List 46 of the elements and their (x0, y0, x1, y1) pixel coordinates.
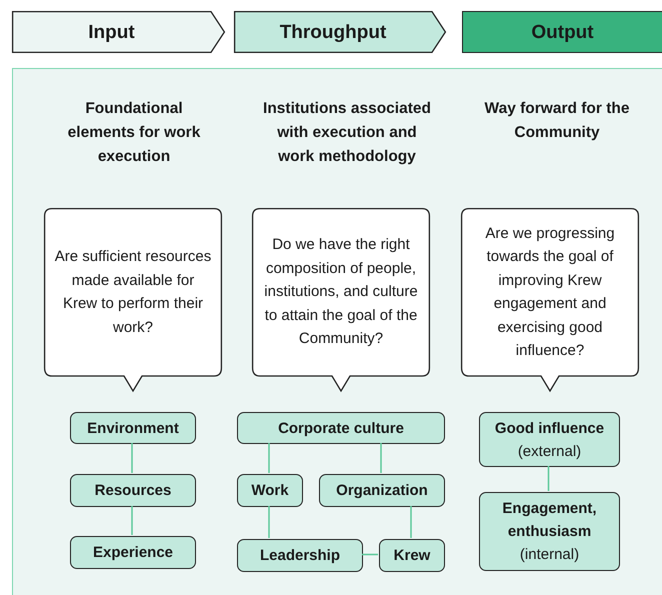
connector-line (131, 506, 133, 535)
factor-box (379, 539, 445, 572)
factor-box (237, 539, 363, 572)
connector-line (268, 443, 270, 473)
connector-line (548, 466, 550, 491)
question-text: Do we have the right composition of people, institutions, and culture to attain the goal of the Community? (263, 235, 419, 350)
column-heading: Foundational elements for work execution (66, 99, 202, 167)
column-heading: Institutions associated with execution and work methodology (262, 99, 432, 167)
factor-label: Resources (94, 481, 172, 501)
factor-box (479, 492, 620, 571)
speech-bubble (44, 208, 222, 392)
factor-label: Engagement, enthusiasm (501, 499, 598, 542)
column-heading: Way forward for the Community (484, 99, 630, 143)
factor-label: Corporate culture (278, 418, 404, 438)
factor-box (319, 474, 445, 507)
speech-bubble (461, 208, 639, 392)
factor-box (70, 412, 196, 444)
connector-line (410, 506, 412, 538)
factor-box (70, 474, 196, 507)
factor-label: Experience (92, 543, 174, 563)
question-text: Are we progressing towards the goal of improving Krew engagement and exercising good influence? (484, 224, 616, 361)
factor-note: (external) (518, 442, 582, 462)
factor-label: Organization (336, 481, 428, 501)
connector-line (380, 443, 382, 473)
stage-panel (12, 68, 662, 595)
factor-box (70, 536, 196, 569)
factor-box (237, 474, 303, 507)
factor-box (237, 412, 445, 444)
factor-label: Environment (87, 418, 179, 438)
factor-label: Work (251, 481, 289, 501)
speech-bubble (252, 208, 430, 392)
factor-label: Good influence (494, 418, 604, 438)
stage-header (234, 11, 446, 53)
factor-note: (internal) (520, 545, 580, 565)
stage-label: Input (88, 20, 135, 44)
connector-line (268, 506, 270, 538)
stage-header (12, 11, 225, 53)
factor-label: Krew (394, 546, 430, 566)
factor-box (479, 412, 620, 467)
factor-label: Leadership (260, 546, 340, 566)
stage-label: Throughput (280, 20, 386, 44)
connector-line (131, 443, 133, 473)
question-text: Are sufficient resources made available for Krew to perform their work? (54, 247, 212, 338)
stage-label: Output (531, 20, 594, 44)
connector-line (362, 554, 378, 556)
stage-header (462, 11, 662, 53)
